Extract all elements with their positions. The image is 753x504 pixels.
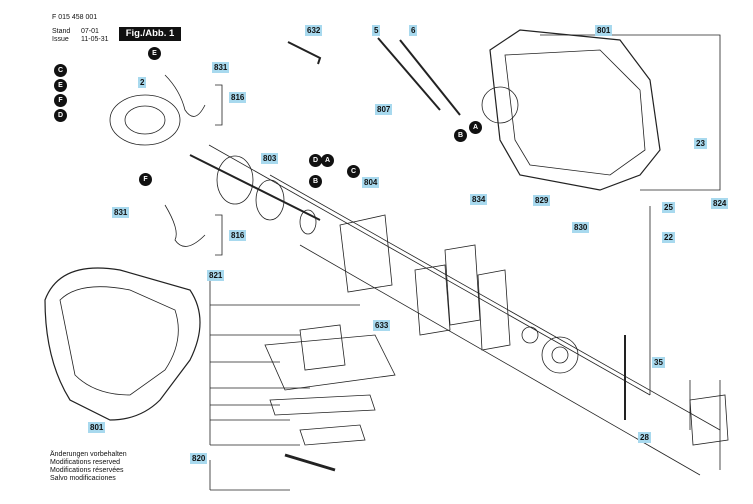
part-label-807: 807 <box>375 104 393 115</box>
circle-letter-e-top: E <box>148 47 161 60</box>
part-label-632: 632 <box>305 25 323 36</box>
part-label-816-lower: 816 <box>229 230 247 241</box>
part-label-821: 821 <box>207 270 225 281</box>
part-label-824: 824 <box>711 198 729 209</box>
part-label-5: 5 <box>372 25 381 36</box>
circle-letter-c: C <box>54 64 67 77</box>
part-label-829: 829 <box>533 195 551 206</box>
part-label-633: 633 <box>373 320 391 331</box>
part-label-803: 803 <box>261 153 279 164</box>
part-label-23: 23 <box>694 138 707 149</box>
footer-line-en: Modifications reserved <box>50 459 121 466</box>
issue-value: 11-05-31 <box>81 36 109 43</box>
doc-number: F 015 458 001 <box>52 14 98 21</box>
part-label-820: 820 <box>190 453 208 464</box>
stand-value: 07-01 <box>81 28 99 35</box>
part-label-22: 22 <box>662 232 675 243</box>
stand-label: Stand <box>52 28 71 35</box>
part-label-804: 804 <box>362 177 380 188</box>
figure-label: Fig./Abb. 1 <box>119 27 181 41</box>
part-label-816: 816 <box>229 92 247 103</box>
part-label-834: 834 <box>470 194 488 205</box>
circle-letter-d: D <box>54 109 67 122</box>
footer-line-fr: Modifications réservées <box>50 467 124 474</box>
part-label-830: 830 <box>572 222 590 233</box>
circle-letter-d-mid: D <box>309 154 322 167</box>
circle-letter-b-mid: B <box>309 175 322 188</box>
footer-line-es: Salvo modificaciones <box>50 475 116 482</box>
circle-letter-f: F <box>54 94 67 107</box>
footer-line-de: Änderungen vorbehalten <box>50 451 127 458</box>
part-label-831-lower: 831 <box>112 207 130 218</box>
issue-label: Issue <box>52 36 69 43</box>
circle-letter-f-lower: F <box>139 173 152 186</box>
circle-letter-c-mid: C <box>347 165 360 178</box>
part-label-801-lower: 801 <box>88 422 106 433</box>
part-label-6: 6 <box>409 25 418 36</box>
part-label-2: 2 <box>138 77 147 88</box>
circle-letter-e: E <box>54 79 67 92</box>
part-label-831: 831 <box>212 62 230 73</box>
part-label-28: 28 <box>638 432 651 443</box>
circle-letter-a-mid: A <box>321 154 334 167</box>
circle-letter-a-right: A <box>469 121 482 134</box>
circle-letter-b-right: B <box>454 129 467 142</box>
part-label-801: 801 <box>595 25 613 36</box>
part-label-35: 35 <box>652 357 665 368</box>
part-label-25: 25 <box>662 202 675 213</box>
